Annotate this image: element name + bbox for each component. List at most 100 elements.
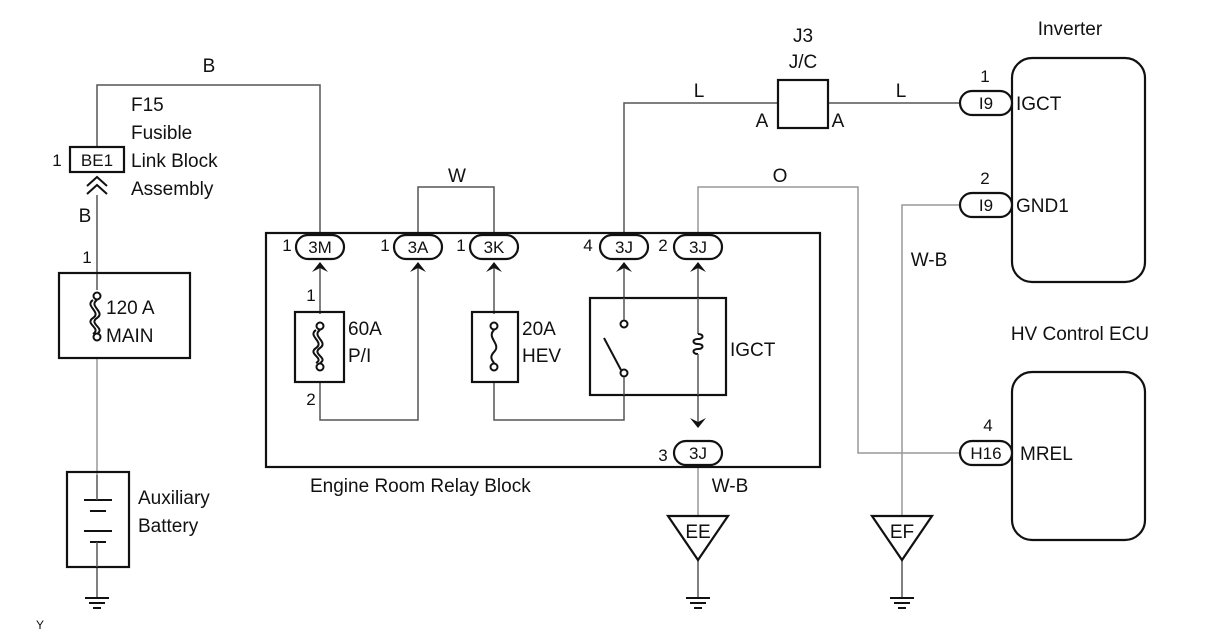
hev-fuse-element-icon — [490, 329, 498, 364]
wire-color-top: B — [203, 56, 216, 77]
relay-coil-icon — [692, 333, 704, 355]
pi-fuse-pin-bottom: 2 — [306, 390, 315, 409]
connector-3j2-pin: 2 — [658, 236, 667, 255]
connector-3j4-label: 3J — [615, 238, 633, 257]
inverter: Inverter 1 I9 IGCT 2 I9 GND1 — [958, 19, 1147, 284]
connector-3m-arrow-icon — [312, 262, 328, 272]
connector-i9-igct-box — [958, 89, 1014, 117]
wire-w-bridge — [417, 186, 495, 238]
fusible-link-chevron-icon — [86, 175, 108, 187]
connector-3k-label: 3K — [484, 238, 505, 257]
hv-ecu-pin-4: 4 — [983, 416, 992, 435]
engine-room-relay-block: Engine Room Relay Block 1 3M 1 3A 1 3K 4… — [264, 231, 822, 497]
connector-h16-label: H16 — [970, 444, 1001, 463]
inverter-box — [1010, 56, 1147, 284]
connector-3m-box — [294, 233, 346, 261]
main-fuse-box — [57, 271, 192, 360]
junction-ref: J3 — [793, 26, 813, 47]
connector-3j-pin3: 3 3J — [658, 418, 724, 467]
wire-color-bridge: W — [448, 166, 466, 187]
pi-fuse-element-icon — [316, 329, 324, 364]
inverter-name: Inverter — [1038, 19, 1103, 40]
connector-3a-arrow-icon — [410, 262, 426, 272]
fusible-link-name-1: Fusible — [131, 123, 192, 144]
pi-fuse-name: P/I — [348, 346, 371, 367]
relay-switch-icon — [603, 337, 622, 371]
connector-3j-pin4: 4 3J — [583, 233, 650, 272]
battery-name-2: Battery — [138, 516, 199, 537]
main-fuse: 1 120 A MAIN — [57, 248, 192, 360]
junction-box — [776, 78, 830, 130]
inverter-signal-igct: IGCT — [1016, 94, 1062, 115]
main-fuse-name: MAIN — [106, 326, 154, 347]
wire-color-mrel: O — [773, 166, 788, 187]
inverter-signal-gnd1: GND1 — [1016, 196, 1069, 217]
connector-i9-gnd1-label: I9 — [979, 196, 993, 215]
junction-pin-left: A — [756, 111, 769, 132]
hev-fuse-terminal-top — [489, 321, 499, 331]
pi-fuse-pin-top: 1 — [306, 286, 315, 305]
connector-3j4-pin: 4 — [583, 236, 592, 255]
fuse-60a-pi: 1 2 60A P/I — [293, 286, 382, 409]
connector-3j2-box — [672, 233, 724, 261]
pi-fuse-box — [293, 310, 346, 384]
hv-ecu-name: HV Control ECU — [1011, 324, 1149, 345]
connector-3k-pin: 1 — [456, 236, 465, 255]
hv-control-ecu: HV Control ECU 4 H16 MREL — [958, 324, 1149, 542]
ground-ef-label: EF — [890, 522, 914, 543]
connector-3m-label: 3M — [308, 238, 332, 257]
connector-3m-pin: 1 — [282, 236, 291, 255]
igct-relay: IGCT — [588, 296, 776, 397]
wire-wb-gnd1 — [901, 204, 960, 515]
wire-l-to-jc — [623, 102, 778, 238]
wire-o-mrel — [697, 186, 960, 454]
connector-3j2-label: 3J — [689, 238, 707, 257]
connector-i9-igct-label: I9 — [979, 94, 993, 113]
connector-3a: 1 3A — [380, 233, 444, 272]
be1-pin-label: 1 — [52, 151, 61, 170]
connector-3j2-arrow-icon — [690, 262, 706, 272]
battery-name-1: Auxiliary — [138, 488, 210, 509]
wire-b-top — [96, 84, 321, 238]
wire-hev-to-relay — [493, 382, 625, 421]
hev-fuse-terminal-bottom — [489, 362, 499, 372]
ground-battery — [85, 597, 109, 609]
connector-3a-label: 3A — [408, 238, 429, 257]
pi-fuse-rating: 60A — [348, 319, 382, 340]
igct-relay-name: IGCT — [730, 340, 776, 361]
connector-3k-arrow-icon — [486, 262, 502, 272]
inverter-pin-2: 2 — [980, 169, 989, 188]
fusible-link-ref: F15 — [131, 95, 164, 116]
auxiliary-battery: Auxiliary Battery — [65, 470, 210, 569]
connector-be1-box — [68, 145, 126, 174]
wire-color-left: B — [79, 206, 92, 227]
hev-fuse-rating: 20A — [522, 319, 556, 340]
connector-i9-gnd1-box — [958, 191, 1014, 219]
fusible-link-name-2: Link Block — [131, 151, 218, 172]
fuse-20a-hev: 20A HEV — [470, 310, 561, 384]
main-fuse-rating: 120 A — [106, 298, 155, 319]
connector-3m: 1 3M — [282, 233, 346, 272]
ground-ee-triangle — [665, 514, 731, 562]
connector-be1-label: BE1 — [81, 151, 113, 170]
hv-ecu-signal-mrel: MREL — [1020, 444, 1073, 465]
fusible-link-chevron-icon-2 — [86, 183, 108, 195]
junction-connector-j3: J3 J/C A A — [756, 26, 845, 132]
fusible-link-name-3: Assembly — [131, 179, 214, 200]
wire-color-gnd1: W-B — [911, 250, 948, 271]
junction-pin-right: A — [832, 111, 845, 132]
wire-color-labels: B B W L L O W-B W-B — [79, 56, 948, 497]
main-fuse-element-icon-2 — [89, 299, 97, 335]
connector-3j3-arrow-icon — [690, 418, 706, 428]
igct-relay-box — [588, 296, 728, 397]
connector-3k: 1 3K — [456, 233, 520, 272]
hev-fuse-name: HEV — [522, 346, 561, 367]
connector-3j3-label: 3J — [689, 444, 707, 463]
pi-fuse-element-icon-2 — [312, 329, 320, 364]
ground-ee-label: EE — [685, 522, 710, 543]
connector-3j3-box — [672, 439, 724, 467]
inverter-pin-1: 1 — [980, 67, 989, 86]
connector-3j-pin2: 2 3J — [658, 233, 724, 272]
relay-block-name: Engine Room Relay Block — [310, 476, 531, 497]
